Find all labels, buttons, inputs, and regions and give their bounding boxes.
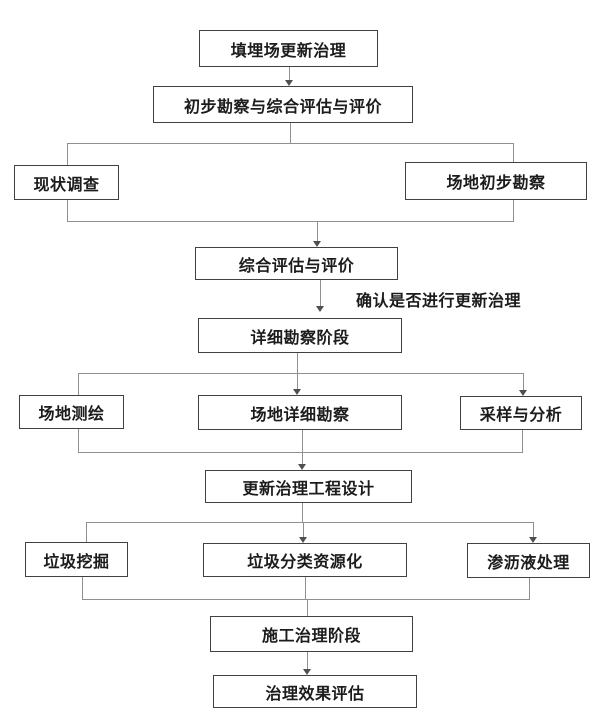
arrowhead-a-b xyxy=(285,80,293,86)
connector-sampling-merge2 xyxy=(522,430,523,453)
node-construction-stage: 施工治理阶段 xyxy=(210,616,413,652)
arrowhead-merge2-design xyxy=(298,464,306,470)
connector-site-mapping-merge2 xyxy=(78,429,79,453)
split2-horizontal xyxy=(78,373,523,374)
node-site-mapping: 场地测绘 xyxy=(19,395,124,429)
split3-horizontal xyxy=(86,522,533,523)
edge-label-confirm-renewal: 确认是否进行更新治理 xyxy=(356,293,522,310)
arrowhead-comprehensive-detailed xyxy=(316,306,324,312)
connector-a-b xyxy=(289,67,290,81)
node-site-detailed-survey: 场地详细勘察 xyxy=(198,395,402,430)
connector-split3-sorting xyxy=(303,522,304,537)
node-status-survey: 现状调查 xyxy=(14,165,119,200)
connector-split2-sampling xyxy=(523,373,524,390)
node-site-preliminary-survey: 场地初步勘察 xyxy=(405,162,587,200)
connector-design-split3 xyxy=(302,503,303,523)
connector-leachate-merge3 xyxy=(529,578,530,600)
node-landfill-renewal: 填埋场更新治理 xyxy=(199,30,378,67)
node-preliminary-survey-eval: 初步勘察与综合评估与评价 xyxy=(153,86,413,123)
connector-split1-site-preliminary xyxy=(513,143,514,162)
node-engineering-design: 更新治理工程设计 xyxy=(205,470,412,503)
arrowhead-split3-sorting xyxy=(299,537,307,543)
arrowhead-split3-leachate xyxy=(529,537,537,543)
arrowhead-split2-sampling xyxy=(519,390,527,396)
connector-sorting-merge3 xyxy=(305,577,306,599)
node-effect-evaluation: 治理效果评估 xyxy=(213,675,417,708)
connector-split3-excavation xyxy=(86,522,87,542)
node-waste-sorting: 垃圾分类资源化 xyxy=(203,543,407,577)
merge3-horizontal xyxy=(82,599,529,600)
connector-construction-evaluation xyxy=(307,652,308,670)
connector-split2-site-mapping xyxy=(78,373,79,395)
merge1-horizontal xyxy=(67,221,514,222)
arrowhead-merge1-comprehensive-eval xyxy=(313,241,321,247)
merge2-horizontal xyxy=(78,452,522,453)
connector-split3-leachate xyxy=(533,522,534,537)
connector-site-detailed-design xyxy=(302,430,303,464)
connector-merge3-construction xyxy=(307,599,308,616)
node-sampling-analysis: 采样与分析 xyxy=(460,396,582,430)
arrowhead-detailed-site-detailed xyxy=(293,389,301,395)
connector-b-split1 xyxy=(290,123,291,144)
connector-site-preliminary-merge1 xyxy=(513,200,514,222)
connector-split1-status-survey xyxy=(67,143,68,165)
connector-excavation-merge3 xyxy=(82,577,83,600)
connector-detailed-split2 xyxy=(297,353,298,389)
connector-status-survey-merge1 xyxy=(67,200,68,222)
connector-comprehensive-detailed xyxy=(320,280,321,307)
node-waste-excavation: 垃圾挖掘 xyxy=(25,542,128,577)
node-comprehensive-eval: 综合评估与评价 xyxy=(195,247,398,280)
node-detailed-survey-stage: 详细勘察阶段 xyxy=(198,318,402,353)
arrowhead-construction-evaluation xyxy=(303,669,311,675)
connector-merge1-comprehensive-eval xyxy=(317,221,318,242)
split1-horizontal xyxy=(67,143,514,144)
node-leachate-treatment: 渗沥液处理 xyxy=(467,543,590,578)
